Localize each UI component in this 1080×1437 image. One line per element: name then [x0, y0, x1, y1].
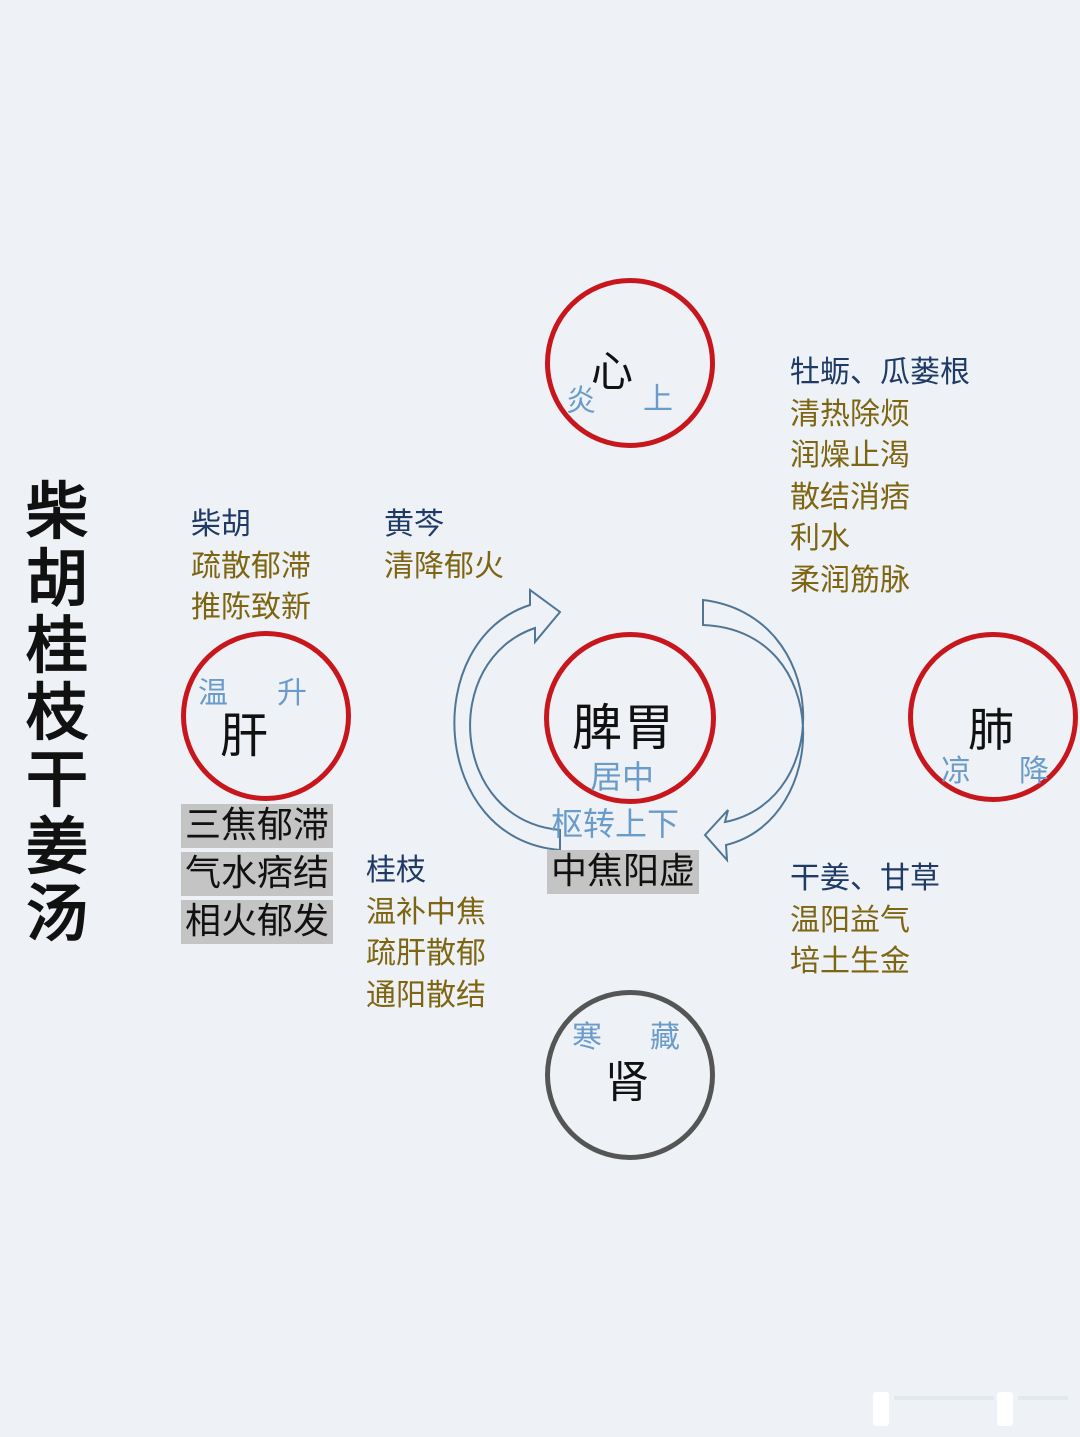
herb-huangqin: 黄芩 清降郁火 — [384, 504, 504, 587]
page-indicator — [870, 1390, 1070, 1426]
herb-effect: 润燥止渴 — [790, 438, 910, 473]
herb-effect: 通阳散结 — [366, 977, 486, 1013]
herb-effect: 清降郁火 — [384, 548, 504, 584]
title-char: 桂 — [25, 609, 88, 682]
page-dot — [873, 1392, 889, 1426]
kidney-quality-1: 寒 — [572, 1020, 602, 1055]
liver-quality-1: 温 — [198, 676, 228, 711]
liver-label: 肝 — [220, 708, 269, 764]
title-char: 胡 — [25, 542, 88, 615]
herb-guizhi: 桂枝 温补中焦 疏肝散郁 通阳散结 — [366, 850, 486, 1016]
kidney-organ-circle — [545, 990, 715, 1160]
page-bar — [1018, 1396, 1068, 1400]
heart-quality-2: 上 — [643, 382, 673, 417]
herb-name: 柴胡 — [191, 507, 251, 542]
middle-jiao-pathology: 中焦阳虚 — [547, 850, 700, 894]
herb-effect: 温阳益气 — [790, 902, 910, 938]
lung-label: 肺 — [968, 703, 1014, 757]
liver-quality-2: 升 — [277, 676, 307, 711]
herb-effect: 疏肝散郁 — [366, 936, 486, 971]
herb-effect: 培土生金 — [790, 944, 910, 979]
title-char: 汤 — [25, 877, 88, 950]
pathology-item: 三焦郁滞 — [181, 804, 334, 848]
ascending-arrow-icon — [453, 588, 562, 852]
herb-chaihu: 柴胡 疏散郁滞 推陈致新 — [191, 504, 311, 629]
descending-arrow-icon — [702, 598, 805, 863]
spleen-stomach-organ-circle — [544, 632, 716, 804]
spleen-quality-2: 枢转上下 — [551, 805, 680, 843]
pathology-item: 相火郁发 — [181, 900, 334, 944]
herb-effect: 推陈致新 — [191, 590, 311, 625]
title-char: 干 — [25, 743, 88, 816]
heart-label: 心 — [591, 347, 634, 396]
title-char: 姜 — [25, 810, 88, 883]
page-bar — [894, 1396, 994, 1400]
spleen-stomach-label: 脾胃 — [572, 699, 676, 757]
herb-effect: 散结消痞 — [790, 479, 910, 515]
kidney-quality-2: 藏 — [650, 1020, 680, 1055]
formula-title: 柴 胡 桂 枝 干 姜 汤 — [22, 478, 92, 947]
pathology-item: 气水痞结 — [181, 852, 334, 896]
herb-effect: 利水 — [790, 521, 850, 556]
title-char: 枝 — [25, 676, 88, 749]
herb-effect: 清热除烦 — [790, 396, 910, 432]
herb-effect: 温补中焦 — [366, 894, 486, 930]
liver-organ-circle — [181, 631, 351, 801]
herb-effect: 疏散郁滞 — [191, 548, 311, 584]
lung-organ-circle — [908, 632, 1078, 802]
herb-ganjiang-gancao: 干姜、甘草 温阳益气 培土生金 — [790, 858, 940, 983]
spleen-quality-1: 居中 — [590, 758, 655, 796]
herb-name: 桂枝 — [366, 853, 426, 888]
page-dot — [997, 1392, 1013, 1426]
lung-quality-2: 降 — [1019, 754, 1049, 789]
liver-pathology-list: 三焦郁滞 气水痞结 相火郁发 — [181, 804, 334, 948]
lung-quality-1: 凉 — [941, 754, 971, 789]
herb-name: 干姜、甘草 — [790, 861, 940, 896]
herb-name: 黄芩 — [384, 507, 444, 542]
heart-quality-1: 炎 — [566, 384, 596, 419]
kidney-label: 肾 — [605, 1057, 649, 1108]
herb-effect: 柔润筋脉 — [790, 562, 910, 598]
title-char: 柴 — [25, 475, 88, 548]
herb-muli-gualougen: 牡蛎、瓜蒌根 清热除烦 润燥止渴 散结消痞 利水 柔润筋脉 — [790, 352, 970, 601]
heart-organ-circle — [545, 278, 715, 448]
herb-name: 牡蛎、瓜蒌根 — [790, 355, 970, 390]
